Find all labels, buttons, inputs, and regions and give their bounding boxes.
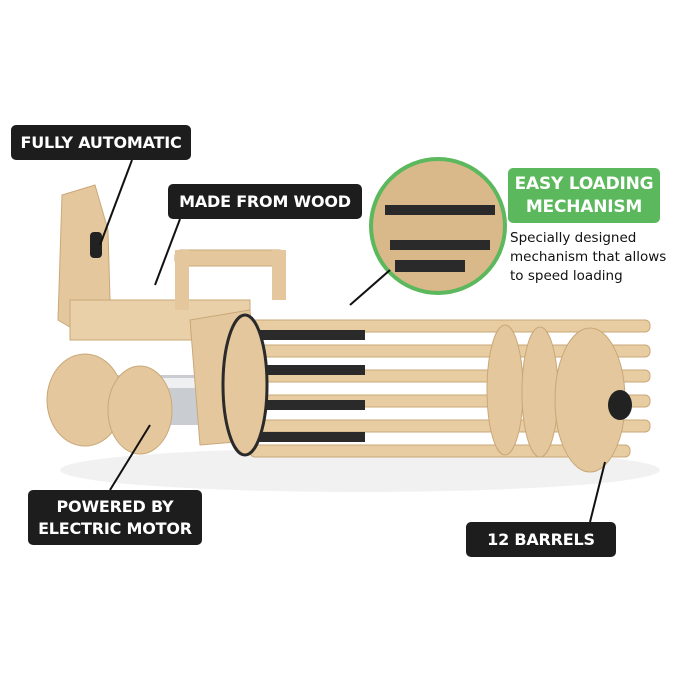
callout-powered-by-electric-motor: POWERED BY ELECTRIC MOTOR xyxy=(28,490,202,545)
callout-fully-automatic: FULLY AUTOMATIC xyxy=(11,125,191,160)
callout-made-from-wood-text: MADE FROM WOOD xyxy=(179,191,351,211)
callout-powered-line1: POWERED BY xyxy=(56,496,174,516)
callout-easy-loading-description: Specially designed mechanism that allows… xyxy=(510,230,667,284)
callout-easy-loading: EASY LOADING MECHANISM xyxy=(508,168,660,223)
callout-fully-automatic-text: FULLY AUTOMATIC xyxy=(20,132,182,152)
callout-12-barrels-text: 12 BARRELS xyxy=(487,529,595,549)
callout-powered-line2: ELECTRIC MOTOR xyxy=(38,518,192,538)
callout-easy-loading-line2: MECHANISM xyxy=(525,196,643,217)
callout-12-barrels: 12 BARRELS xyxy=(466,522,616,557)
callout-easy-loading-line1: EASY LOADING xyxy=(514,173,654,194)
callout-made-from-wood: MADE FROM WOOD xyxy=(168,184,362,219)
